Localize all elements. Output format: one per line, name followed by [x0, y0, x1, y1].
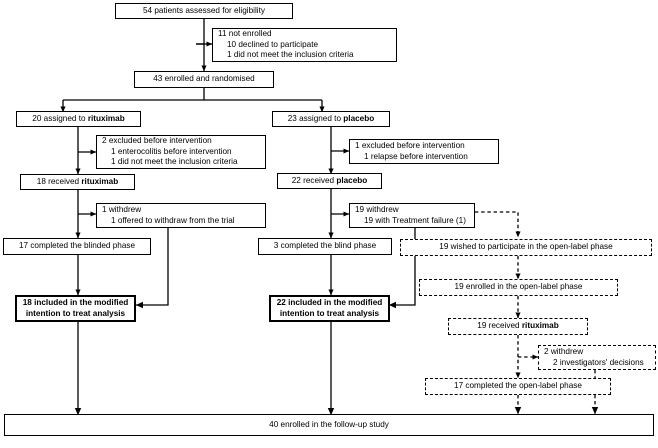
node-completed-blinded-line-1: 17 completed the blinded phase — [18, 241, 136, 251]
node-excluded-placebo-line-2: 1 relapse before intervention — [364, 151, 468, 161]
assigned-placebo-drug: placebo — [343, 113, 375, 123]
node-withdrew-rituximab: 1 withdrew 1 offered to withdraw from th… — [96, 203, 266, 228]
node-enrolled-open-line-1: 19 enrolled in the open-label phase — [454, 282, 583, 292]
node-followup-study: 40 enrolled in the follow-up study — [4, 414, 654, 436]
received-open-count: 19 received — [477, 321, 522, 331]
received-rituximab-drug: rituximab — [81, 176, 119, 186]
node-not-enrolled-line-1: 11 not enrolled — [218, 29, 272, 39]
assigned-rituximab-drug: rituximab — [87, 113, 125, 123]
node-excluded-rituximab: 2 excluded before intervention 1 enteroc… — [96, 135, 266, 169]
node-excluded-placebo-line-1: 1 excluded before intervention — [355, 140, 465, 150]
assigned-rituximab-count: 20 assigned to — [32, 113, 88, 123]
node-enrolled-and-randomised: 43 enrolled and randomised — [134, 71, 274, 88]
node-excluded-rituximab-line-3: 1 did not meet the inclusion criteria — [111, 157, 238, 167]
node-received-rituximab: 18 received rituximab — [20, 174, 135, 190]
received-placebo-count: 22 received — [291, 175, 337, 185]
node-mitt-placebo-line-2: intention to treat analysis — [279, 308, 380, 318]
node-completed-blind-phase: 3 completed the blind phase — [258, 238, 392, 255]
received-rituximab-count: 18 received — [36, 176, 82, 186]
node-randomised-line-1: 43 enrolled and randomised — [153, 74, 255, 84]
node-mitt-rituximab-line-2: intention to treat analysis — [25, 308, 126, 318]
node-assessed-for-eligibility: 54 patients assessed for eligibility — [115, 3, 293, 19]
node-received-rituximab-label: 18 received rituximab — [32, 177, 123, 188]
node-not-enrolled: 11 not enrolled 10 declined to participa… — [212, 28, 397, 62]
node-excluded-placebo: 1 excluded before intervention 1 relapse… — [349, 139, 499, 164]
node-assigned-rituximab: 20 assigned to rituximab — [16, 111, 141, 127]
node-withdrew-rituximab-line-2: 1 offered to withdraw from the trial — [111, 215, 235, 225]
node-excluded-rituximab-line-1: 2 excluded before intervention — [102, 136, 212, 146]
node-withdrew-placebo-line-1: 19 withdrew — [355, 204, 399, 214]
node-received-open-label: 19 received rituximab — [472, 321, 563, 332]
node-not-enrolled-line-2: 10 declined to participate — [227, 39, 319, 49]
received-placebo-drug: placebo — [336, 175, 368, 185]
node-assigned-placebo-label: 23 assigned to placebo — [283, 114, 380, 125]
node-mitt-placebo-line-1: 22 included in the modified — [276, 297, 383, 307]
node-assessed-line-1: 54 patients assessed for eligibility — [143, 5, 265, 15]
node-mitt-rituximab-line-1: 18 included in the modified — [22, 297, 129, 307]
node-received-placebo-label: 22 received placebo — [287, 176, 373, 187]
node-wished-open-line-1: 19 wished to participate in the open-lab… — [439, 242, 613, 252]
node-assigned-rituximab-label: 20 assigned to rituximab — [27, 114, 129, 125]
node-withdrew-open-label: 2 withdrew 2 investigators' decisions — [538, 345, 656, 370]
node-withdrew-open-line-1: 2 withdrew — [544, 346, 584, 356]
node-withdrew-open-line-2: 2 investigators' decisions — [553, 357, 644, 367]
node-excluded-rituximab-line-2: 1 enterocolitis before intervention — [111, 146, 232, 156]
node-withdrew-rituximab-line-1: 1 withdrew — [102, 204, 142, 214]
node-received-placebo: 22 received placebo — [277, 173, 382, 189]
assigned-placebo-count: 23 assigned to — [287, 113, 344, 123]
node-completed-open-line-1: 17 completed the open-label phase — [454, 381, 582, 391]
received-open-drug: rituximab — [521, 321, 559, 331]
node-wished-open-label: 19 wished to participate in the open-lab… — [400, 239, 652, 256]
node-withdrew-placebo-line-2: 19 with Treatment failure (1) — [364, 215, 466, 225]
node-completed-blind-line-1: 3 completed the blind phase — [273, 241, 377, 251]
node-mitt-rituximab: 18 included in the modified intention to… — [15, 295, 136, 322]
node-completed-open-label: 17 completed the open-label phase — [425, 378, 611, 395]
node-received-rituximab-open: 19 received rituximab — [448, 318, 588, 335]
node-assigned-placebo: 23 assigned to placebo — [272, 111, 390, 127]
node-withdrew-placebo: 19 withdrew 19 with Treatment failure (1… — [349, 203, 475, 228]
node-followup-line-1: 40 enrolled in the follow-up study — [269, 419, 389, 429]
node-enrolled-open-label: 19 enrolled in the open-label phase — [419, 279, 618, 296]
node-completed-blinded-phase: 17 completed the blinded phase — [3, 238, 151, 255]
node-not-enrolled-line-3: 1 did not meet the inclusion criteria — [227, 50, 354, 60]
node-mitt-placebo: 22 included in the modified intention to… — [269, 295, 390, 322]
